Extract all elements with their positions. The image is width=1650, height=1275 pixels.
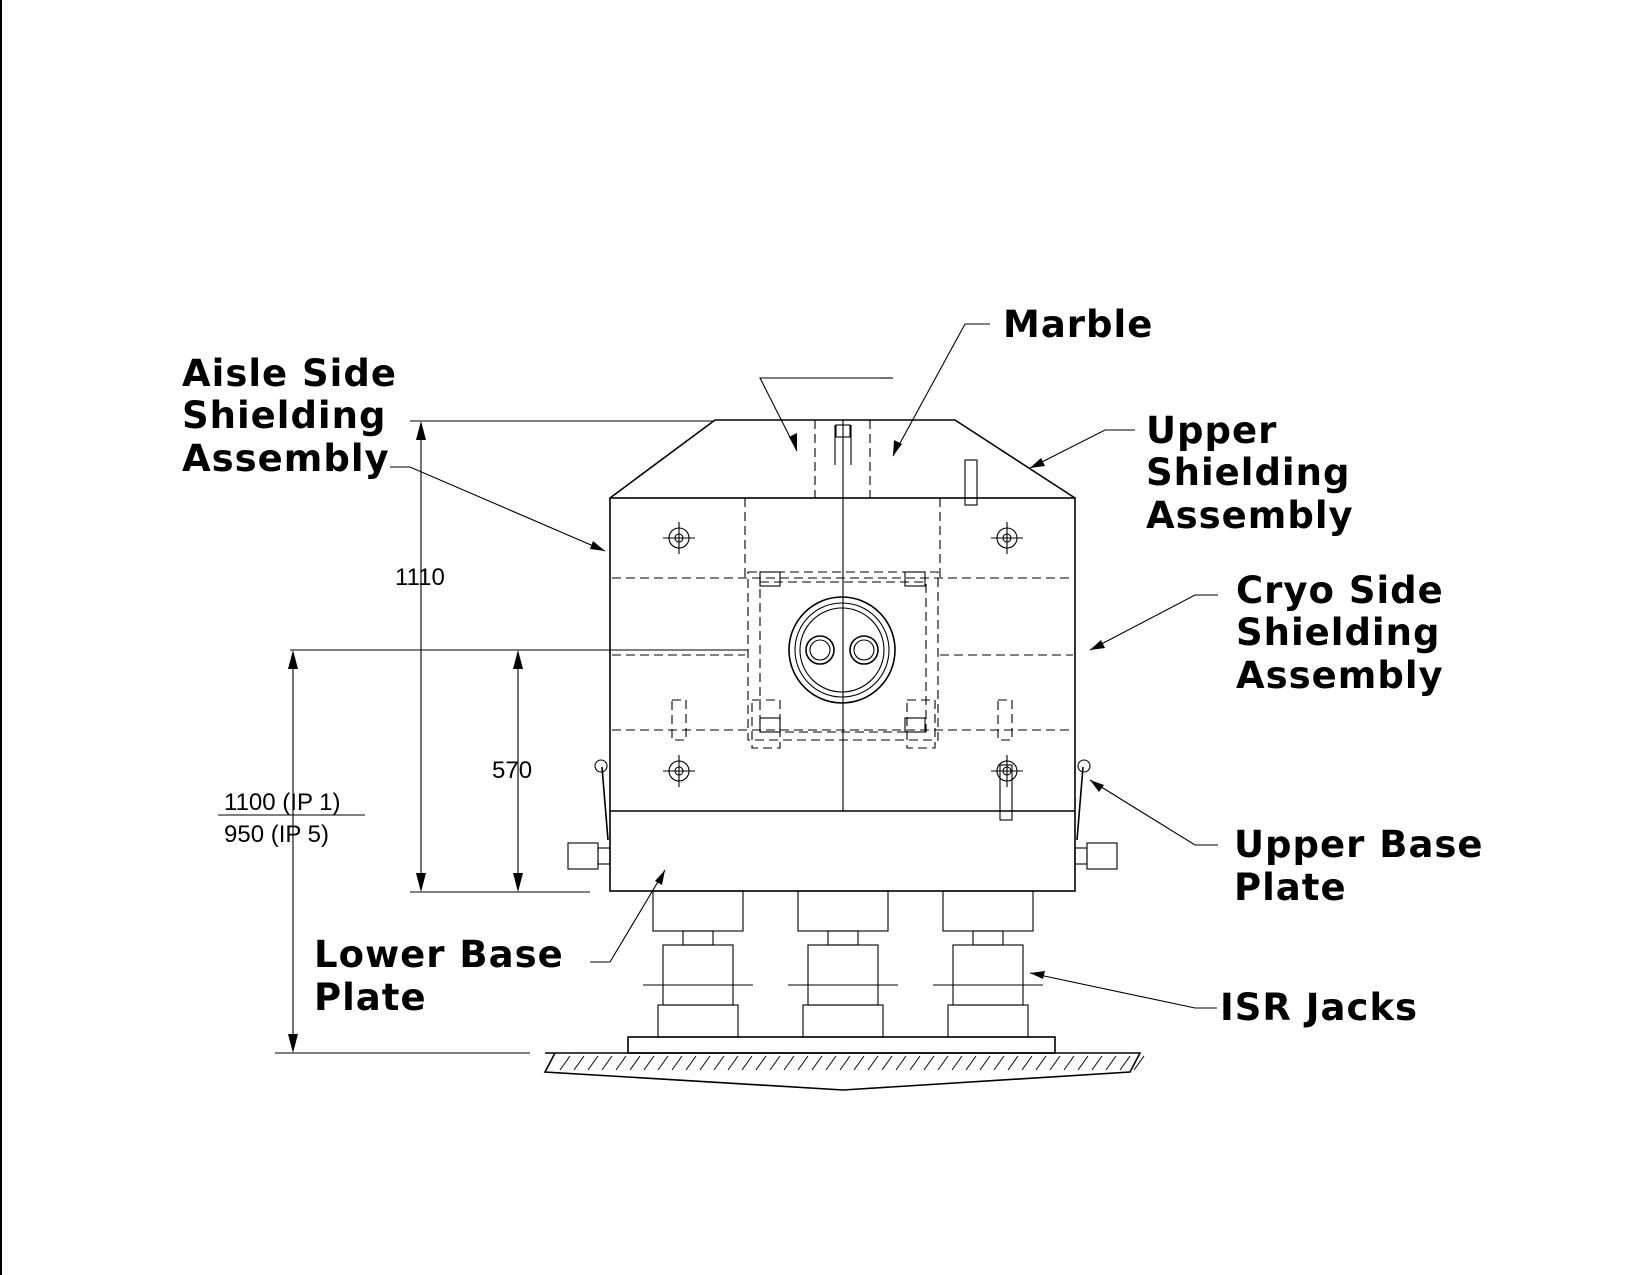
label-aisle-side-shielding-assembly: Aisle Side Shielding Assembly [182, 352, 397, 480]
label-upper-base-line-2: Plate [1234, 866, 1347, 909]
label-upper-base-plate: Upper Base Plate [1234, 823, 1484, 909]
dimension-total-height: 1110 [395, 564, 445, 591]
label-upper-shielding-line-1: Upper [1146, 409, 1277, 452]
lower-base-plate [627, 1036, 1056, 1054]
side-handles [567, 759, 1118, 870]
label-cryo-side-line-3: Assembly [1236, 654, 1444, 697]
hidden-lines [612, 420, 1073, 749]
label-aisle-side-line-1: Aisle Side [182, 352, 397, 395]
isr-jacks [643, 890, 1043, 1038]
label-marble: Marble [1003, 303, 1153, 346]
beam-pipe [788, 596, 896, 704]
label-aisle-side-line-3: Assembly [182, 437, 390, 480]
label-lower-base-line-2: Plate [314, 976, 427, 1019]
dimensions [218, 420, 748, 1054]
label-aisle-side-line-2: Shielding [182, 394, 386, 437]
label-lower-base-line-1: Lower Base [314, 933, 564, 976]
label-cryo-side-line-2: Shielding [1236, 611, 1440, 654]
label-isr-jacks: ISR Jacks [1220, 986, 1418, 1029]
label-upper-shielding-assembly: Upper Shielding Assembly [1146, 409, 1354, 537]
dimension-floor-height-ip5: 950 (IP 5) [224, 821, 329, 848]
dimension-floor-height-ip1: 1100 (IP 1) [224, 789, 341, 816]
leader-lines [390, 323, 1218, 1009]
label-upper-shielding-line-2: Shielding [1146, 451, 1350, 494]
label-cryo-side-line-1: Cryo Side [1236, 569, 1444, 612]
label-upper-base-line-1: Upper Base [1234, 823, 1484, 866]
dimension-beam-height: 570 [492, 757, 532, 784]
floor [543, 1052, 1145, 1091]
bolt-heads [663, 522, 1023, 787]
label-upper-shielding-line-3: Assembly [1146, 494, 1354, 537]
label-lower-base-plate: Lower Base Plate [314, 933, 564, 1019]
pipe-clamps [759, 459, 1013, 821]
label-cryo-side-shielding-assembly: Cryo Side Shielding Assembly [1236, 569, 1444, 697]
